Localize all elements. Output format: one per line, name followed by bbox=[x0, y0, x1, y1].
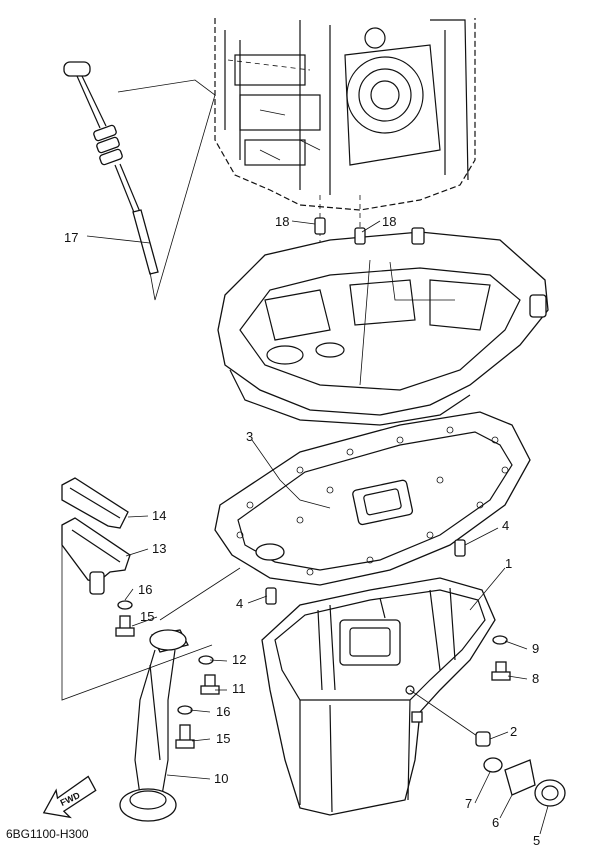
bypass-gasket bbox=[61, 477, 129, 529]
oil-pan bbox=[261, 577, 496, 816]
callout-11: 11 bbox=[232, 681, 246, 696]
drain-plug-parts bbox=[475, 731, 566, 807]
callout-10: 10 bbox=[214, 771, 228, 786]
callout-16-upper: 16 bbox=[138, 582, 152, 597]
exhaust-guide-plate bbox=[217, 227, 549, 426]
callout-9: 9 bbox=[532, 641, 539, 656]
oil-strainer bbox=[119, 629, 189, 822]
callouts: 17 18 18 3 4 1 4 14 13 16 15 12 11 16 15… bbox=[64, 214, 540, 848]
callout-18-left: 18 bbox=[275, 214, 289, 229]
callout-5: 5 bbox=[533, 833, 540, 848]
bypass-cover bbox=[61, 517, 131, 595]
callout-1: 1 bbox=[505, 556, 512, 571]
gasket bbox=[214, 411, 531, 586]
callout-16-lower: 16 bbox=[216, 704, 230, 719]
callout-3: 3 bbox=[246, 429, 253, 444]
callout-4-left: 4 bbox=[236, 596, 243, 611]
leader-lines bbox=[61, 220, 549, 835]
callout-13: 13 bbox=[152, 541, 166, 556]
callout-17: 17 bbox=[64, 230, 78, 245]
callout-14: 14 bbox=[152, 508, 166, 523]
callout-18-right: 18 bbox=[382, 214, 396, 229]
bolts-and-washers bbox=[115, 600, 511, 749]
dipstick bbox=[63, 61, 216, 301]
fwd-arrow: FWD bbox=[42, 775, 97, 819]
callout-4-right: 4 bbox=[502, 518, 509, 533]
callout-12: 12 bbox=[232, 652, 246, 667]
callout-8: 8 bbox=[532, 671, 539, 686]
callout-7: 7 bbox=[465, 796, 472, 811]
callout-15-upper: 15 bbox=[140, 609, 154, 624]
callout-15-lower: 15 bbox=[216, 731, 230, 746]
callout-6: 6 bbox=[492, 815, 499, 830]
diagram-code: 6BG1100-H300 bbox=[6, 827, 89, 841]
callout-2: 2 bbox=[510, 724, 517, 739]
cylinder-block bbox=[214, 18, 476, 211]
